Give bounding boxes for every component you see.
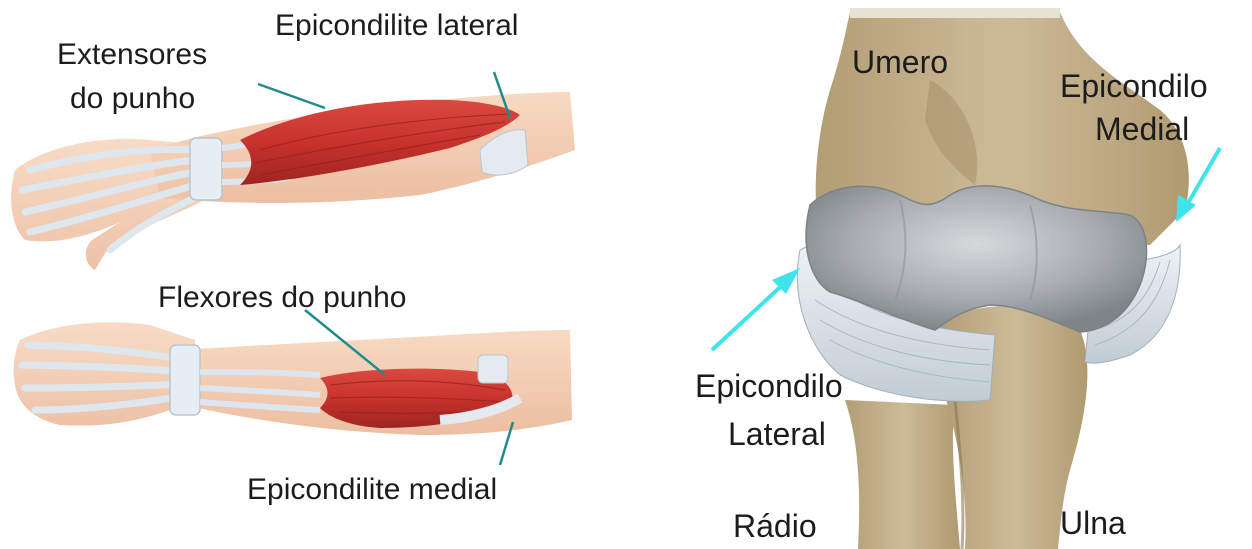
radius-bone [845,400,960,549]
label-epicondilite-medial: Epicondilite medial [247,475,497,505]
label-epicondilite-lateral: Epicondilite lateral [275,11,518,41]
label-epicondilo-medial-line1: Epicondilo [1060,70,1208,102]
label-extensores-line2: do punho [70,84,195,114]
top-leader-extensores [258,84,325,108]
bottom-forearm [14,310,572,465]
top-retinaculum [190,138,222,200]
label-flexores-do-punho: Flexores do punho [158,283,407,313]
label-epicondilo-medial-line2: Medial [1095,113,1189,145]
humerus-cut-top [850,8,1060,18]
arrow-lateral-epicondyle [712,268,800,350]
bottom-elbow-bone [478,355,508,383]
label-extensores-line1: Extensores [57,40,207,70]
bottom-retinaculum [170,345,200,415]
label-umero: Umero [852,46,948,78]
label-epicondilo-lateral-line1: Epicondilo [695,370,843,402]
label-epicondilo-lateral-line2: Lateral [728,418,826,450]
label-radio: Rádio [733,510,817,542]
label-ulna: Ulna [1060,507,1126,539]
